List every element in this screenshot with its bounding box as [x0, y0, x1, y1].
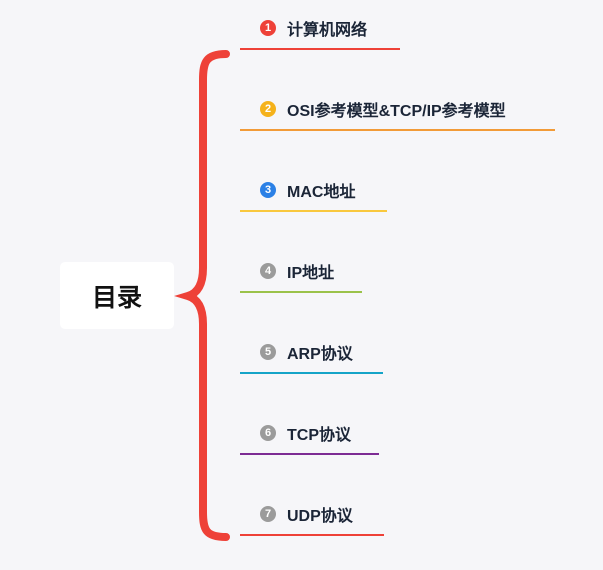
topic-underline [240, 372, 383, 374]
topic-row: 2 OSI参考模型&TCP/IP参考模型 [260, 97, 506, 121]
number-badge-icon: 7 [260, 506, 276, 522]
topic-underline [240, 453, 379, 455]
topic-underline [240, 291, 362, 293]
root-label: 目录 [91, 283, 142, 312]
topic-label: 计算机网络 [287, 22, 368, 39]
number-badge-icon: 2 [260, 101, 276, 117]
topic-underline [240, 48, 400, 50]
topic-underline [240, 534, 384, 536]
topic-row: 4 IP地址 [260, 259, 334, 283]
number-badge-icon: 5 [260, 344, 276, 360]
topic-row: 3 MAC地址 [260, 178, 355, 202]
topic-label: UDP协议 [287, 508, 353, 525]
topic-row: 6 TCP协议 [260, 421, 351, 445]
number-badge-icon: 3 [260, 182, 276, 198]
number-badge-icon: 4 [260, 263, 276, 279]
topic-underline [240, 210, 387, 212]
topic-label: MAC地址 [287, 184, 356, 201]
topic-label: ARP协议 [287, 346, 353, 363]
number-badge-icon: 1 [260, 20, 276, 36]
topic-underline [240, 129, 555, 131]
topic-row: 1 计算机网络 [260, 16, 367, 40]
number-badge-icon: 6 [260, 425, 276, 441]
topic-label: IP地址 [287, 265, 335, 282]
brace-path [174, 50, 230, 541]
topic-row: 5 ARP协议 [260, 340, 353, 364]
topic-row: 7 UDP协议 [260, 502, 353, 526]
root-node[interactable]: 目录 [60, 262, 174, 329]
topic-label: TCP协议 [287, 427, 352, 444]
topic-label: OSI参考模型&TCP/IP参考模型 [287, 103, 506, 120]
